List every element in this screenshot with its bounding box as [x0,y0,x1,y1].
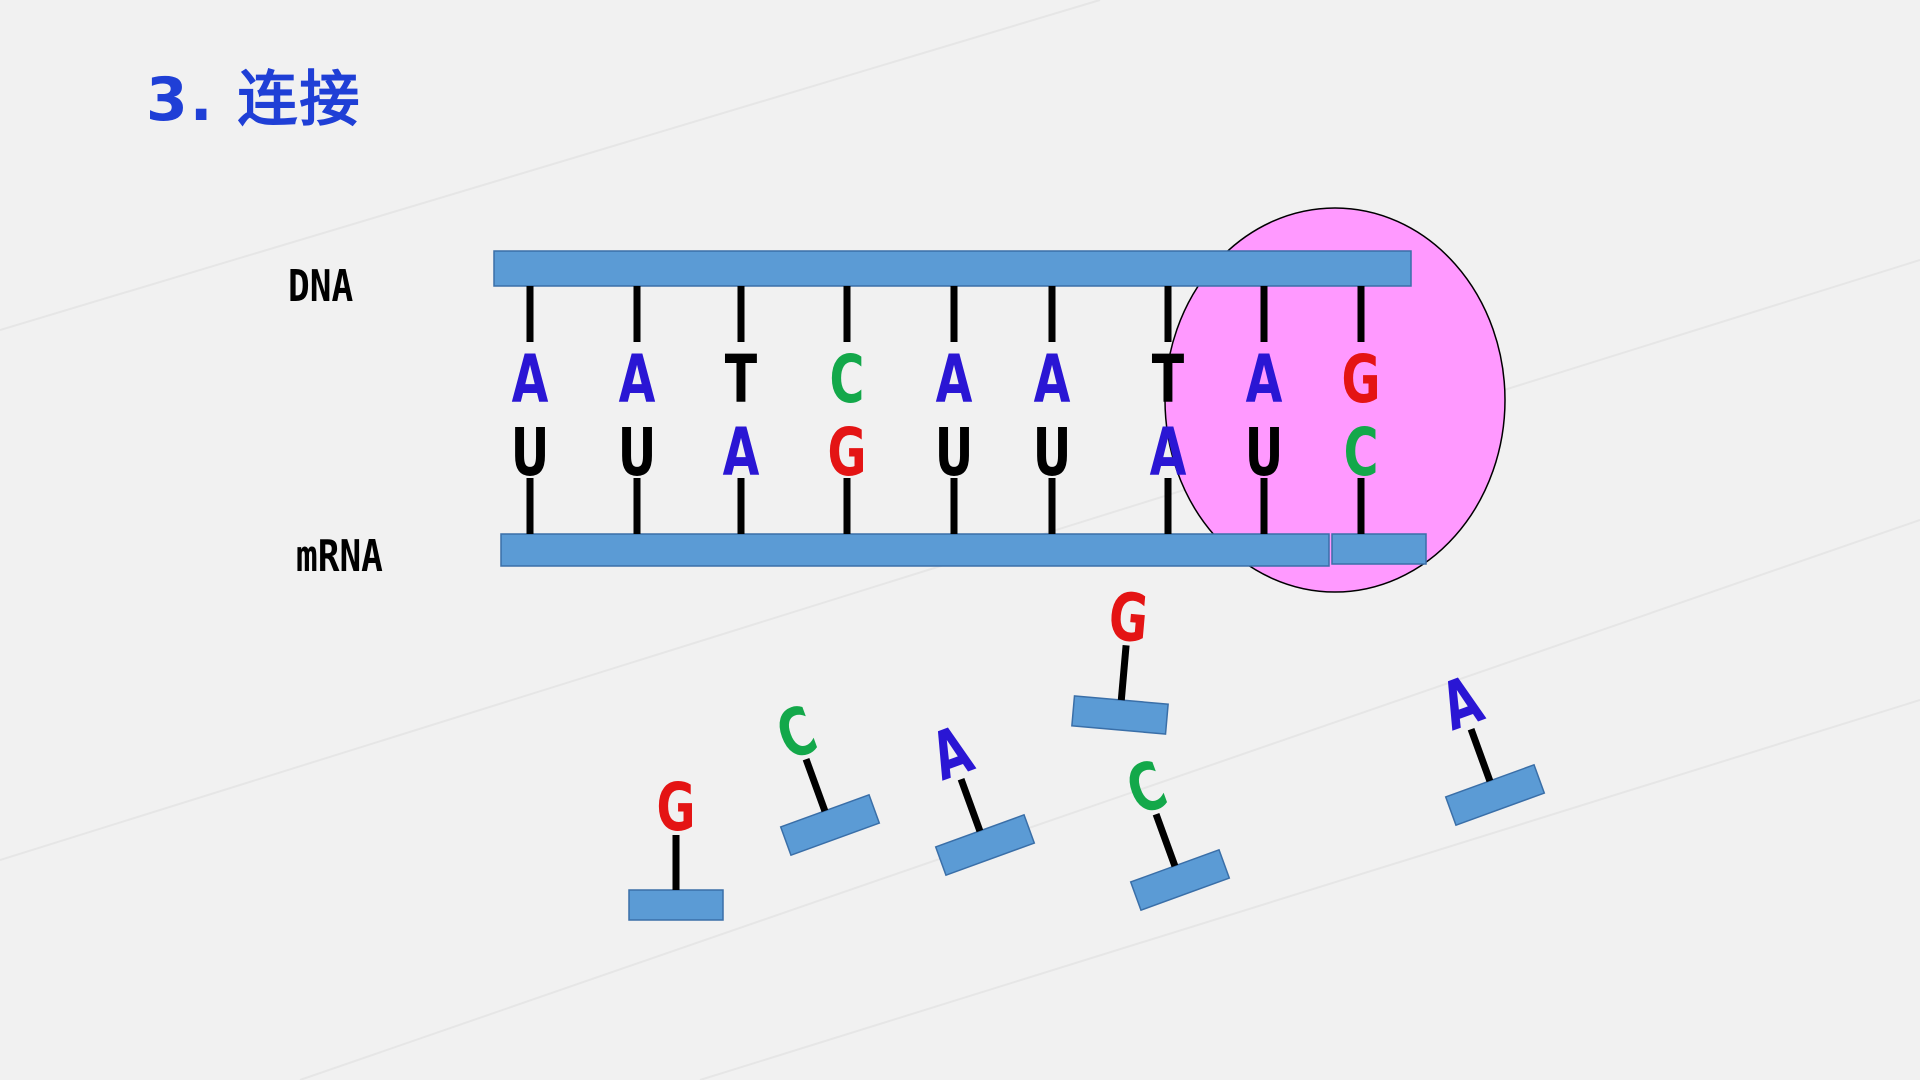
mrna-base-letter: A [723,414,760,491]
free-nucleotide-letter: C [767,691,826,775]
base-pair: TA [723,286,760,534]
free-nucleotide-letter: A [921,711,982,796]
dna-base-letter: T [1152,341,1184,418]
nucleotide-stick [802,758,829,813]
mrna-base-letter: U [935,414,974,491]
dna-base-letter: A [619,341,656,418]
free-nucleotide: G [628,769,724,921]
mrna-base-letter: U [618,414,657,491]
free-nucleotide-letter: A [1431,661,1492,746]
free-nucleotide: G [1071,578,1169,735]
base-pair: TA [1150,286,1187,534]
slide-title: 3. 连接 [146,65,362,135]
free-nucleotide: A [1431,661,1546,827]
base-pair: CG [827,286,867,534]
dna-base-letter: G [1341,341,1380,418]
dna-base-letter: A [512,341,549,418]
dna-base-letter: A [1034,341,1071,418]
dna-base-letter: T [725,341,757,418]
free-nucleotide: C [1117,746,1231,912]
mrna-base-letter: A [1150,414,1187,491]
free-nucleotide-letter: G [656,769,695,846]
base-pair: AU [511,286,550,534]
ribose-block [1444,763,1546,827]
ribose-block [1129,848,1231,912]
nucleotide-stick [1152,813,1179,868]
free-nucleotide: A [921,711,1036,877]
ribose-block [628,889,724,921]
nucleotide-stick [957,778,984,833]
base-pair: AU [935,286,974,534]
ribose-block [1071,695,1169,735]
free-nucleotide-letter: C [1117,746,1176,830]
ribose-block [779,793,881,857]
base-pair: AU [1245,286,1284,534]
nucleotide-stick [1467,728,1494,783]
dna-label: DNA [288,261,354,312]
base-pair: GC [1341,286,1381,534]
nucleotide-stick [1117,644,1130,701]
base-pair: AU [618,286,657,534]
mrna-new-segment [1331,533,1427,565]
mrna-base-letter: U [1245,414,1284,491]
dna-base-letter: A [1246,341,1283,418]
dna-backbone [493,250,1412,287]
base-pair: AU [1033,286,1072,534]
free-nucleotide-letter: G [1106,578,1152,658]
dna-base-letter: A [936,341,973,418]
mrna-base-letter: G [827,414,866,491]
mrna-base-letter: C [1344,414,1379,491]
rna-polymerase-enzyme [1164,207,1506,593]
dna-base-letter: C [830,341,865,418]
mrna-base-letter: U [511,414,550,491]
mrna-label: mRNA [296,531,383,582]
free-nucleotide: C [767,691,881,857]
ribose-block [934,813,1036,877]
mrna-backbone [500,533,1330,567]
mrna-base-letter: U [1033,414,1072,491]
